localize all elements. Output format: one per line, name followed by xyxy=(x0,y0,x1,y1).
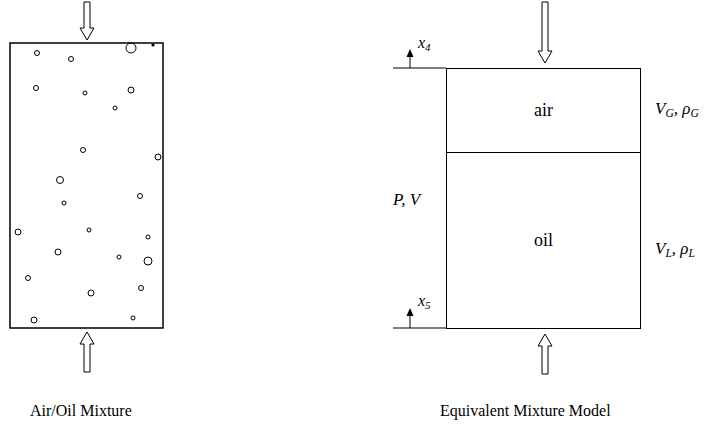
load-arrow xyxy=(538,334,552,374)
bubble xyxy=(146,235,150,239)
bubble xyxy=(57,177,64,184)
bubble xyxy=(139,286,144,291)
subscript: 5 xyxy=(425,299,430,311)
subscript: 4 xyxy=(425,41,430,53)
bubble xyxy=(81,148,86,153)
bubble xyxy=(69,57,74,62)
load-arrow xyxy=(538,2,552,63)
bubble xyxy=(144,257,152,265)
load-arrow xyxy=(80,2,94,40)
state-variables: P, V xyxy=(393,191,420,210)
bubble xyxy=(117,255,121,259)
axis-arrowhead xyxy=(407,308,414,316)
text-run: x xyxy=(418,34,425,51)
subscript: L xyxy=(688,247,694,260)
bubble xyxy=(128,87,134,93)
text-run: Equivalent Mixture Model xyxy=(440,402,611,419)
reference-line xyxy=(393,67,446,68)
bubble xyxy=(55,249,61,255)
bubble xyxy=(113,106,117,110)
bubble xyxy=(35,51,40,56)
subscript: L xyxy=(665,247,671,260)
axis-arrowhead xyxy=(407,49,414,57)
air-region: air xyxy=(446,68,641,153)
reference-line xyxy=(393,327,446,328)
bubble xyxy=(88,290,94,296)
liquid-properties: VL, ρL xyxy=(655,240,695,261)
bubble xyxy=(83,91,87,95)
bubble xyxy=(62,201,66,205)
bubble xyxy=(151,43,154,46)
text-run: P, V xyxy=(393,190,420,209)
subscript: G xyxy=(665,107,673,120)
bubble xyxy=(155,154,161,160)
bubble xyxy=(126,43,136,53)
gas-properties: VG, ρG xyxy=(655,100,699,121)
figure-caption: Equivalent Mixture Model xyxy=(440,402,611,420)
text-run: V xyxy=(655,239,665,258)
text-run: Air/Oil Mixture xyxy=(30,402,132,419)
region-label: oil xyxy=(534,230,553,251)
load-arrow xyxy=(80,332,94,372)
coordinate-label: x4 xyxy=(418,34,431,54)
subscript: G xyxy=(690,107,698,120)
coordinate-label: x5 xyxy=(418,292,431,312)
bubble xyxy=(26,276,31,281)
text-run: , ρ xyxy=(674,99,691,118)
bubble xyxy=(31,317,37,323)
bubble xyxy=(131,316,135,320)
bubble xyxy=(15,229,21,235)
oil-region: oil xyxy=(446,152,641,329)
region-label: air xyxy=(534,100,553,121)
text-run: V xyxy=(655,99,665,118)
figure-caption: Air/Oil Mixture xyxy=(30,402,132,420)
bubble xyxy=(138,194,143,199)
text-run: x xyxy=(418,292,425,309)
bubble xyxy=(87,228,91,232)
air-bubbles xyxy=(15,43,161,323)
bubble xyxy=(34,86,39,91)
text-run: , ρ xyxy=(672,239,689,258)
mixture-vessel xyxy=(10,43,163,328)
